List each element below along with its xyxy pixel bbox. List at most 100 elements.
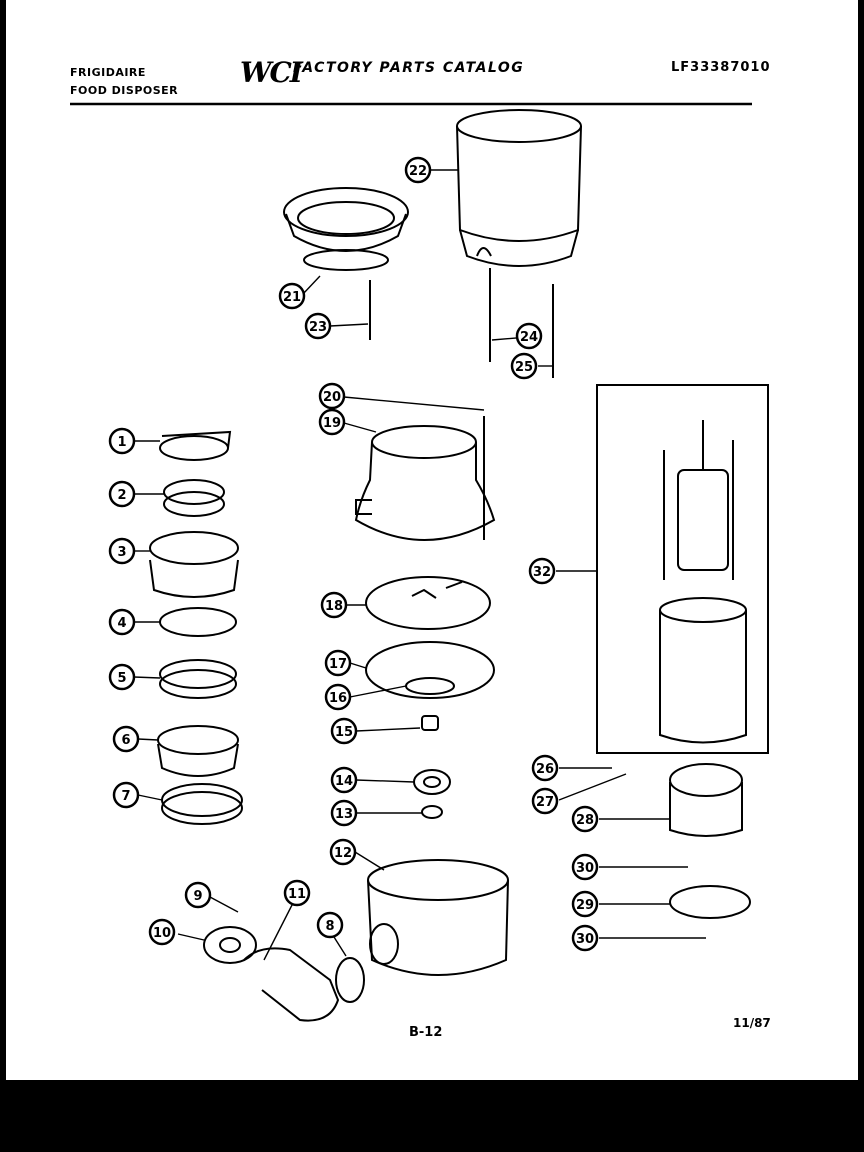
seal-part-8 bbox=[335, 957, 365, 1003]
plate-part-18 bbox=[365, 576, 491, 630]
callout-17: 17 bbox=[324, 649, 352, 677]
upper-housing-part-19 bbox=[354, 416, 496, 541]
hopper-part-22 bbox=[456, 109, 582, 267]
callout-label: 29 bbox=[576, 898, 594, 913]
callout-label: 16 bbox=[329, 691, 347, 706]
callout-label: 2 bbox=[117, 488, 126, 503]
callout-22: 22 bbox=[404, 156, 432, 184]
callout-24: 24 bbox=[515, 322, 543, 350]
callout-30-lower: 30 bbox=[571, 924, 599, 952]
callout-26: 26 bbox=[531, 754, 559, 782]
page-code: B-12 bbox=[409, 1025, 443, 1040]
callout-label: 24 bbox=[520, 330, 538, 345]
callout-label: 12 bbox=[334, 846, 352, 861]
callout-1: 1 bbox=[108, 427, 136, 455]
callout-29: 29 bbox=[571, 890, 599, 918]
wci-logo: WCI bbox=[240, 56, 303, 89]
callout-label: 32 bbox=[533, 565, 551, 580]
callout-25: 25 bbox=[510, 352, 538, 380]
callout-20: 20 bbox=[318, 382, 346, 410]
mount-assembly-part-6 bbox=[157, 725, 239, 777]
callout-2: 2 bbox=[108, 480, 136, 508]
bearing-part-14 bbox=[413, 769, 451, 795]
callout-15: 15 bbox=[330, 717, 358, 745]
hub-part-16 bbox=[405, 677, 455, 695]
motor-part-32 bbox=[659, 420, 747, 744]
callout-12: 12 bbox=[329, 838, 357, 866]
callout-label: 30 bbox=[576, 932, 594, 947]
callout-label: 13 bbox=[335, 807, 353, 822]
leader-lines bbox=[133, 169, 706, 961]
callout-21: 21 bbox=[278, 282, 306, 310]
model-number: LF33387010 bbox=[671, 60, 771, 75]
stopper-part-2 bbox=[163, 479, 225, 517]
callout-label: 10 bbox=[153, 926, 171, 941]
gasket-part-10 bbox=[203, 926, 257, 964]
spacer-part-15 bbox=[421, 715, 439, 731]
flange-part-21 bbox=[283, 187, 409, 271]
grind-chamber-part-12 bbox=[367, 859, 509, 976]
callout-30-upper: 30 bbox=[571, 853, 599, 881]
end-bell-part-28 bbox=[669, 763, 743, 837]
callout-label: 14 bbox=[335, 774, 353, 789]
washer-part-13 bbox=[421, 805, 443, 819]
callout-11: 11 bbox=[283, 879, 311, 907]
parts-diagram-sheet: FRIGIDAIRE FOOD DISPOSER WCI FACTORY PAR… bbox=[6, 0, 858, 1080]
callout-13: 13 bbox=[330, 799, 358, 827]
callout-28: 28 bbox=[571, 805, 599, 833]
callout-16: 16 bbox=[324, 683, 352, 711]
callout-label: 6 bbox=[121, 733, 130, 748]
exploded-view-drawing: 22 21 23 24 25 20 19 1 2 3 4 5 6 7 18 17… bbox=[70, 102, 769, 1022]
callout-10: 10 bbox=[148, 918, 176, 946]
callout-label: 15 bbox=[335, 725, 353, 740]
callout-8: 8 bbox=[316, 911, 344, 939]
callout-label: 17 bbox=[329, 657, 347, 672]
callout-4: 4 bbox=[108, 608, 136, 636]
callout-3: 3 bbox=[108, 537, 136, 565]
callout-label: 25 bbox=[515, 360, 533, 375]
gasket-part-4 bbox=[159, 607, 237, 637]
callout-label: 11 bbox=[288, 887, 306, 902]
callout-label: 28 bbox=[576, 813, 594, 828]
motor-assembly-box bbox=[596, 384, 769, 754]
catalog-date: 11/87 bbox=[733, 1016, 771, 1030]
catalog-title: FACTORY PARTS CATALOG bbox=[293, 60, 525, 76]
callout-label: 9 bbox=[193, 889, 202, 904]
callout-19: 19 bbox=[318, 408, 346, 436]
callout-23: 23 bbox=[304, 312, 332, 340]
callout-label: 21 bbox=[283, 290, 301, 305]
brand-name: FRIGIDAIRE bbox=[70, 66, 146, 79]
callout-14: 14 bbox=[330, 766, 358, 794]
callout-label: 1 bbox=[117, 435, 126, 450]
callout-7: 7 bbox=[112, 781, 140, 809]
sink-flange-part-3 bbox=[149, 531, 239, 598]
callout-label: 7 bbox=[121, 789, 130, 804]
callout-5: 5 bbox=[108, 663, 136, 691]
baffle-part-1 bbox=[159, 430, 232, 461]
callout-label: 22 bbox=[409, 164, 427, 179]
callout-label: 18 bbox=[325, 599, 343, 614]
mounting-ring-part-5 bbox=[159, 659, 237, 699]
callout-27: 27 bbox=[531, 787, 559, 815]
callout-label: 8 bbox=[325, 919, 334, 934]
callout-label: 3 bbox=[117, 545, 126, 560]
callout-6: 6 bbox=[112, 725, 140, 753]
elbow-part-11 bbox=[243, 947, 340, 1022]
callout-9: 9 bbox=[184, 881, 212, 909]
callout-18: 18 bbox=[320, 591, 348, 619]
scan-border bbox=[0, 1080, 864, 1152]
callout-32: 32 bbox=[528, 557, 556, 585]
callout-markers: 22 21 23 24 25 20 19 1 2 3 4 5 6 7 18 17… bbox=[108, 156, 599, 952]
callout-label: 30 bbox=[576, 861, 594, 876]
callout-label: 19 bbox=[323, 416, 341, 431]
callout-label: 5 bbox=[117, 671, 126, 686]
disc-part-17 bbox=[365, 641, 495, 699]
cover-part-29 bbox=[669, 885, 751, 919]
product-type: FOOD DISPOSER bbox=[70, 84, 179, 97]
callout-label: 27 bbox=[536, 795, 554, 810]
callout-label: 20 bbox=[323, 390, 341, 405]
seal-part-7 bbox=[161, 783, 243, 825]
callout-label: 4 bbox=[117, 616, 126, 631]
callout-label: 23 bbox=[309, 320, 327, 335]
callout-label: 26 bbox=[536, 762, 554, 777]
